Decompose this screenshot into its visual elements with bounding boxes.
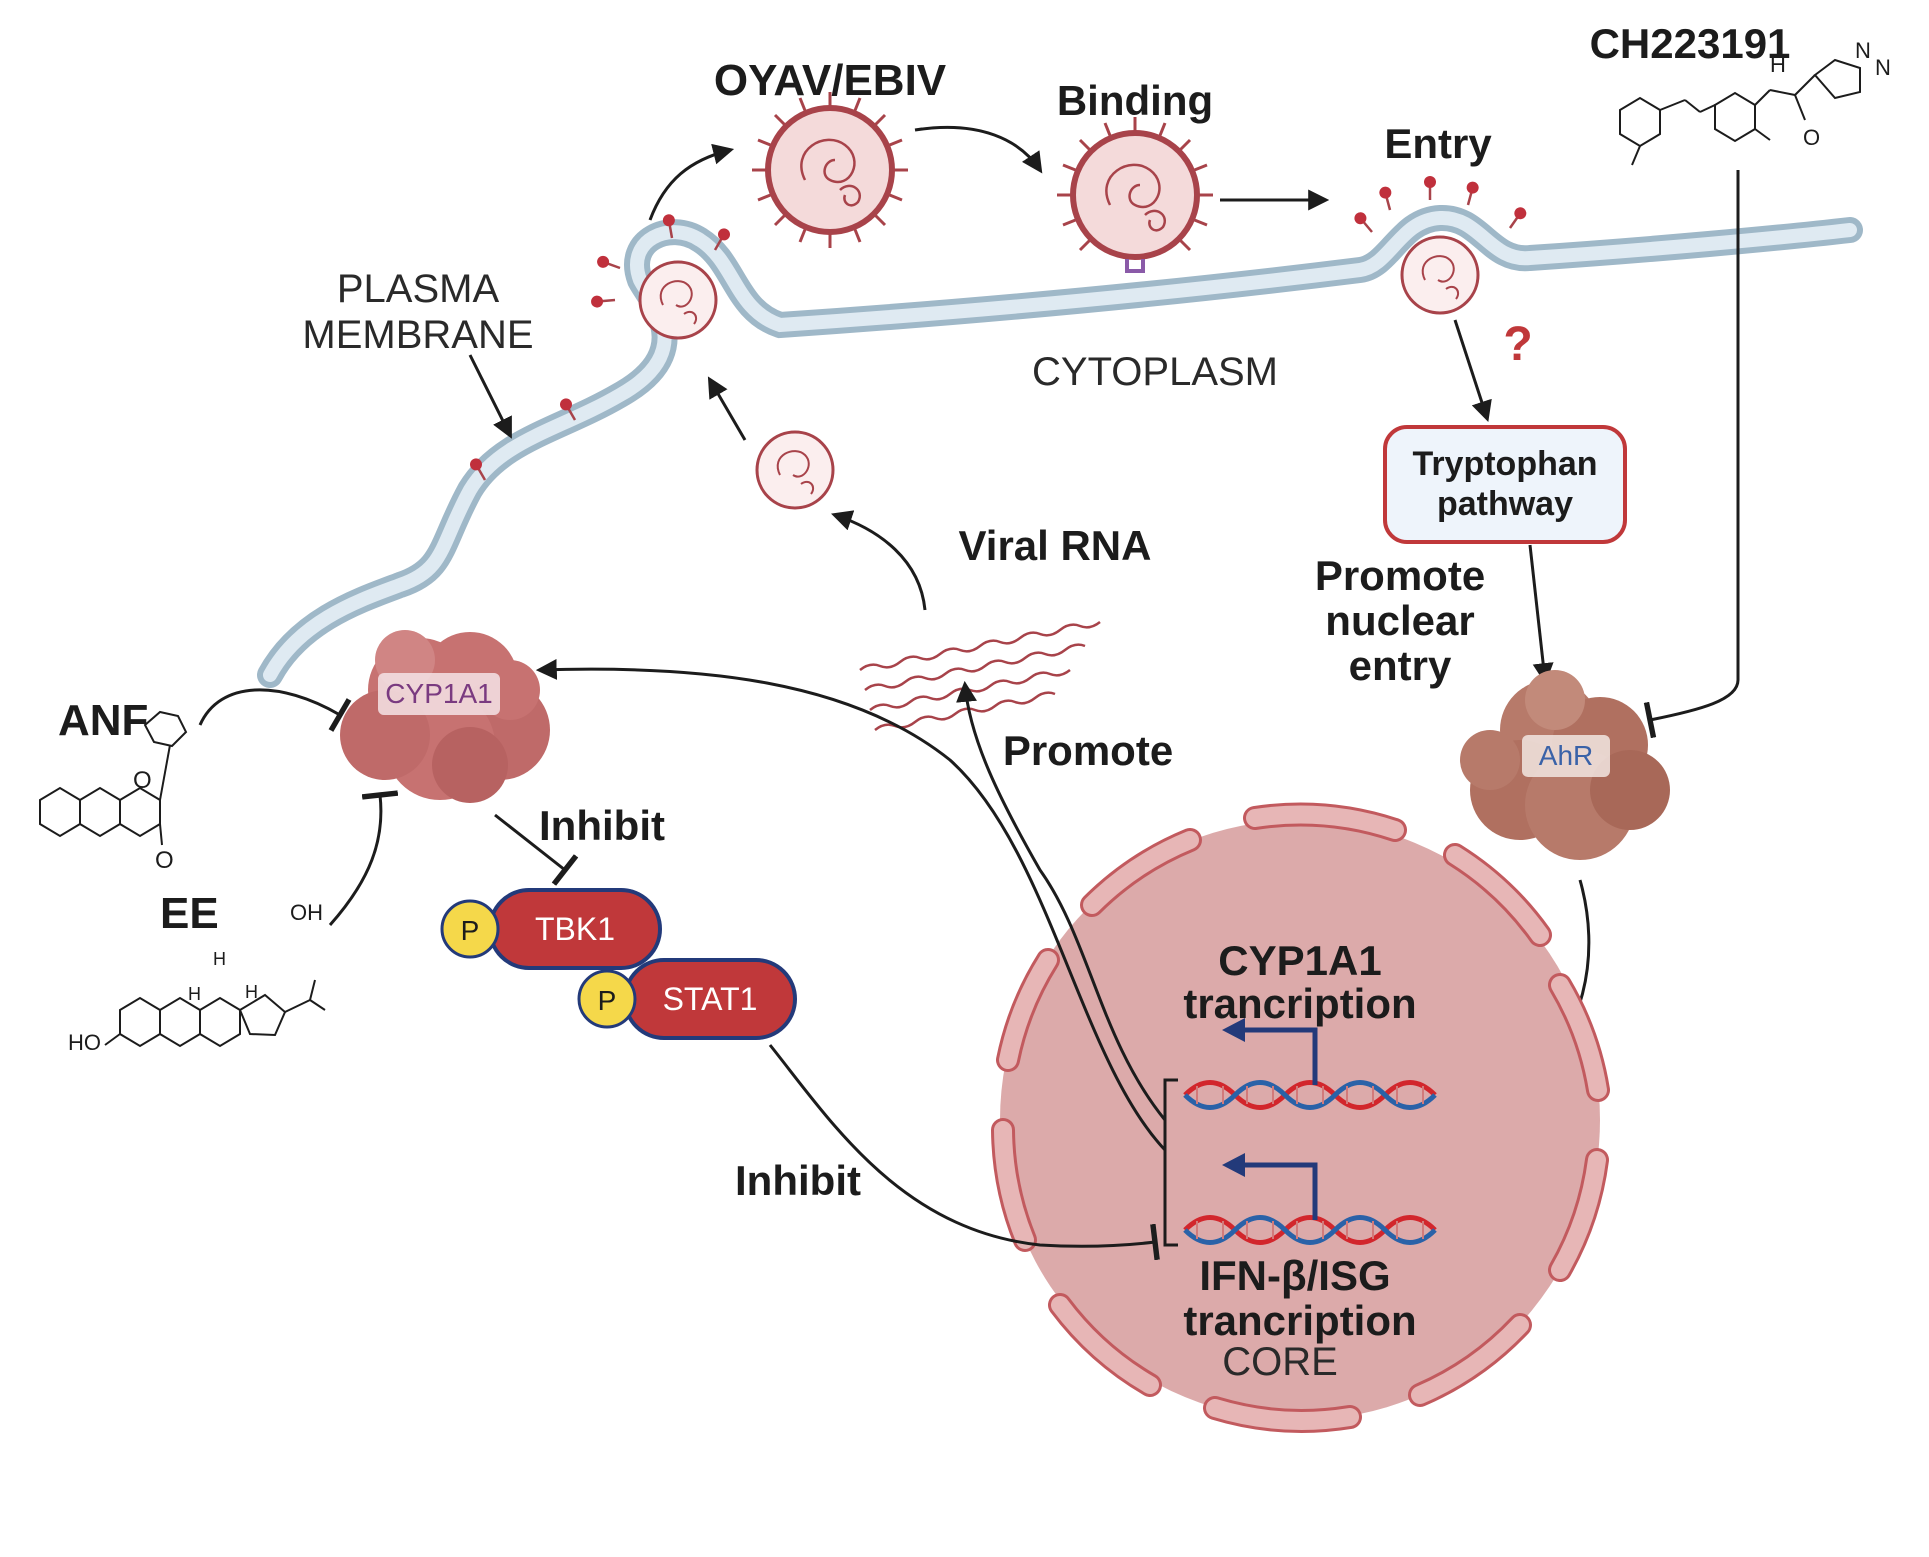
ch-n1-label: N [1855,38,1871,63]
membrane-receptor [1376,184,1398,213]
ee-h2-label: H [188,984,201,1004]
stat1-label: STAT1 [663,981,758,1017]
plasma-membrane-label-line2: MEMBRANE [302,313,533,357]
ifn-transcription-line1: IFN-β/ISG [1199,1252,1390,1299]
cytoplasm-label: CYTOPLASM [1032,350,1278,394]
promote-label: Promote [1003,727,1173,774]
binding-label: Binding [1057,77,1213,124]
core-label: CORE [1222,1340,1338,1384]
cyp1a1-protein-label: CYP1A1 [385,678,492,709]
arrow-tryptophan-to-ahr [1528,544,1554,685]
ch-nh-label: H [1770,52,1786,77]
ee-ho-label: HO [68,1030,101,1055]
viral-rna-label: Viral RNA [959,522,1152,569]
tbk1-label: TBK1 [535,911,615,947]
arrow-bud-to-virus [648,143,735,221]
membrane-receptor [1350,208,1378,238]
cyp1a1-transcription-line1: CYP1A1 [1218,937,1381,984]
tryptophan-box-line2: pathway [1437,485,1573,523]
cyp1a1-protein: CYP1A1 [340,630,550,803]
tbk1-phospho-label: P [461,915,480,946]
vesicle-budding [638,260,718,340]
membrane-receptor [594,252,624,275]
ch-o-label: O [1803,125,1820,150]
ifn-transcription-line2: trancription [1183,1297,1416,1344]
ahr-protein: AhR [1460,670,1670,860]
arrow-rna-to-vesicle [831,510,927,611]
ahr-protein-label: AhR [1539,740,1593,771]
promote-nuclear-label-line3: entry [1349,642,1452,689]
promoter-arrowhead-ifn [1222,1153,1245,1177]
arrow-vesicle-to-bud [707,376,747,441]
tbk1-phospho: P [440,899,500,959]
promoter-arrow-ifn [1240,1162,1318,1220]
membrane-receptor [589,292,617,310]
anf-o-ring-label: O [133,767,152,794]
stat1-phospho-label: P [598,985,617,1016]
plasma-membrane-label-line1: PLASMA [337,267,500,311]
arrow-membrane-label [468,354,512,439]
dna-helix-ifn [1183,1215,1437,1245]
virus-particle-binding [1057,117,1213,273]
arrow-entry-to-tryptophan [1453,319,1492,422]
viral-rna-strands [859,621,1101,731]
tryptophan-box-line1: Tryptophan [1412,445,1597,483]
membrane-receptor [1422,174,1438,202]
stat1-phospho: P [577,969,637,1029]
ee-h1-label: H [213,949,226,969]
ch223191-structure: H O N N [1619,38,1891,166]
question-mark: ? [1503,318,1532,371]
inhibition-ee-cyp1a1 [328,790,399,926]
stat1-pill: STAT1 [623,958,797,1040]
ch223191-label: CH223191 [1590,20,1791,67]
inhibition-anf-cyp1a1 [198,688,352,732]
ee-label: EE [160,889,219,938]
plasma-membrane [257,174,1863,688]
promoter-arrow-cyp1a1 [1240,1027,1318,1085]
ee-oh-label: OH [290,900,323,925]
virus-particle-free [752,92,908,248]
anf-label: ANF [58,696,148,745]
promote-nuclear-label-line2: nuclear [1325,597,1474,644]
inhibit-label-top: Inhibit [539,802,665,849]
arrow-promote-rna [956,680,1167,1121]
ch-n2-label: N [1875,55,1891,80]
vesicle-entry [1400,235,1480,315]
tryptophan-pathway-box: Tryptophan pathway [1383,425,1627,544]
dna-helix-cyp1a1 [1183,1080,1437,1110]
inhibition-stat1-nucleus [768,1044,1160,1261]
vesicle-assembly [755,430,835,510]
inhibition-ch223191-ahr [1643,170,1740,739]
ee-structure: OH HO H H H [68,900,326,1055]
arrow-virus-to-binding [914,125,1043,174]
promote-nuclear-label-line1: Promote [1315,552,1485,599]
inhibition-cyp1a1-tbk1 [494,813,579,886]
anf-structure: O O [39,710,188,874]
inhibit-label-bottom: Inhibit [735,1157,861,1204]
tbk1-pill: TBK1 [488,888,662,970]
virus-label: OYAV/EBIV [714,56,947,105]
membrane-receptor [1460,179,1482,208]
arrow-nucleus-to-cyp1a1 [535,658,1167,1152]
membrane-receptor [1503,203,1530,233]
entry-label: Entry [1384,120,1492,167]
cyp1a1-transcription-line2: trancription [1183,980,1416,1027]
nucleus: CYP1A1 trancription [991,802,1610,1433]
ee-h3-label: H [245,982,258,1002]
dna-bracket [1163,1078,1178,1247]
promoter-arrowhead-cyp1a1 [1222,1018,1245,1042]
anf-o-keto-label: O [155,847,174,874]
